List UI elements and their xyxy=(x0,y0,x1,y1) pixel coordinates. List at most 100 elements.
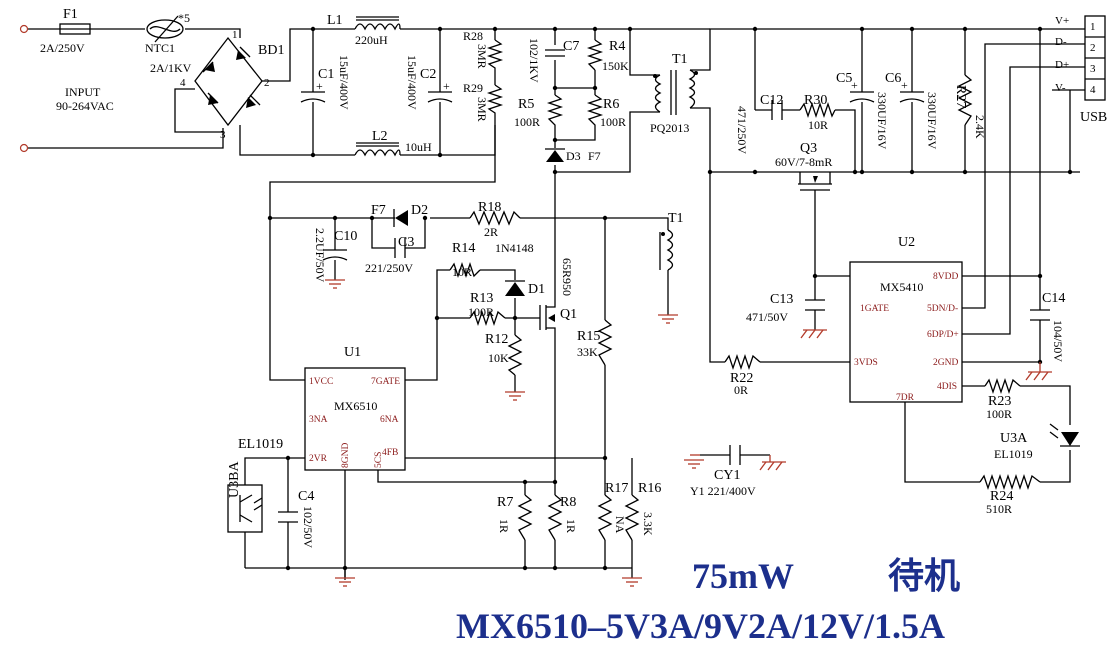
r15-ref: R15 xyxy=(577,329,600,344)
resistor-r5 xyxy=(546,94,564,130)
resistor-r22 xyxy=(724,353,761,371)
transformer-t1-aux xyxy=(659,229,674,271)
r28-ref: R28 xyxy=(463,29,483,43)
optocoupler-led-u3a xyxy=(1049,423,1080,447)
cy1-value: Y1 221/400V xyxy=(690,484,756,498)
r5-value: 100R xyxy=(514,115,540,129)
fuse-f1 xyxy=(59,23,91,35)
bd1-pin2: 2 xyxy=(264,77,270,89)
resistor-r28 xyxy=(486,39,504,85)
r23-value: 100R xyxy=(986,407,1012,421)
t1-value: PQ2013 xyxy=(650,121,689,135)
q1-value: 65R950 xyxy=(560,258,574,296)
input-label: INPUT xyxy=(65,85,101,99)
usb-pin4: 4 xyxy=(1090,84,1096,96)
capacitor-c3 xyxy=(394,238,406,258)
u1-pin-vr: 2VR xyxy=(309,454,328,464)
r27-ref: R27 xyxy=(953,85,968,108)
cy1-ref: CY1 xyxy=(714,468,740,483)
d1-value: 1N4148 xyxy=(495,241,534,255)
u1-pin-vcc: 1VCC xyxy=(309,377,333,387)
r24-value: 510R xyxy=(986,502,1012,516)
mosfet-q3 xyxy=(798,172,832,191)
capacitor-c5: + xyxy=(849,78,875,103)
r22-value: 0R xyxy=(734,383,748,397)
u1-name: MX6510 xyxy=(334,399,377,413)
bd1-pin4: 4 xyxy=(180,77,186,89)
c2-value: 15uF/400V xyxy=(405,55,419,110)
t1-ref: T1 xyxy=(672,52,688,67)
labels: F1 2A/250V NTC1 *5 BD1 2A/1KV 1 2 3 4 IN… xyxy=(40,7,1107,646)
capacitor-c1: + xyxy=(300,79,326,103)
u1-ref: U1 xyxy=(344,345,361,360)
capacitor-c13 xyxy=(805,299,825,311)
u3b-value: EL1019 xyxy=(238,437,283,452)
c1-value: 15uF/400V xyxy=(337,55,351,110)
f1-value: 2A/250V xyxy=(40,41,85,55)
mosfet-q1 xyxy=(539,305,556,330)
input-range: 90-264VAC xyxy=(56,99,114,113)
r30-value: 10R xyxy=(808,118,828,132)
r24-ref: R24 xyxy=(990,489,1013,504)
c1-ref: C1 xyxy=(318,67,334,82)
l1-ref: L1 xyxy=(327,13,343,28)
u1-pin-fb: 4FB xyxy=(382,448,398,458)
inductor-l2 xyxy=(354,142,401,157)
u2-pin-dis: 4DIS xyxy=(937,382,957,392)
d2-value: F7 xyxy=(371,203,386,218)
r29-value: 3MR xyxy=(475,97,489,122)
d3-value: F7 xyxy=(588,149,601,163)
c3-value: 221/250V xyxy=(365,261,413,275)
c5-ref: C5 xyxy=(836,71,852,86)
c6-value: 330UF/16V xyxy=(925,92,939,150)
capacitor-c14 xyxy=(1030,309,1050,321)
c14-ref: C14 xyxy=(1042,291,1065,306)
r12-ref: R12 xyxy=(485,332,508,347)
diode-d3 xyxy=(545,148,565,162)
svg-text:+: + xyxy=(851,78,858,92)
usb-connector xyxy=(1084,15,1106,101)
spec-title: MX6510–5V3A/9V2A/12V/1.5A xyxy=(456,606,945,646)
usb-pin1: 1 xyxy=(1090,21,1096,33)
usb-label: USB xyxy=(1080,110,1107,125)
resistor-r18 xyxy=(469,210,521,226)
ntc1-thermistor xyxy=(146,15,184,43)
inductor-l1 xyxy=(354,16,401,31)
r6-value: 100R xyxy=(600,115,626,129)
capacitor-c6: + xyxy=(899,78,925,103)
u2-ref: U2 xyxy=(898,235,915,250)
r16-value: 3.3K xyxy=(641,512,655,536)
r16-ref: R16 xyxy=(638,481,661,496)
r27-value: 2.4K xyxy=(973,115,987,139)
c13-ref: C13 xyxy=(770,292,793,307)
u1-pin-cs: 5CS xyxy=(374,452,384,468)
r5-ref: R5 xyxy=(518,97,534,112)
standby-label-cn: 待机 xyxy=(888,556,960,596)
resistor-r14 xyxy=(449,261,481,279)
r29-ref: R29 xyxy=(463,81,483,95)
l2-ref: L2 xyxy=(372,129,388,144)
usb-signal-dplus: D+ xyxy=(1055,59,1069,71)
resistor-r23 xyxy=(984,377,1021,395)
r13-value: 100R xyxy=(468,305,494,319)
c3-ref: C3 xyxy=(398,235,414,250)
resistor-r15 xyxy=(597,319,613,366)
r14-ref: R14 xyxy=(452,241,475,256)
l1-value: 220uH xyxy=(355,33,388,47)
transformer-t1 xyxy=(653,69,698,115)
svg-text:+: + xyxy=(443,79,450,93)
resistor-r4 xyxy=(586,39,604,71)
q1-ref: Q1 xyxy=(560,307,577,322)
r18-ref: R18 xyxy=(478,200,501,215)
f1-ref: F1 xyxy=(63,7,78,22)
r8-ref: R8 xyxy=(560,495,576,510)
r6-ref: R6 xyxy=(603,97,619,112)
r14-value: 10R xyxy=(452,265,472,279)
c4-ref: C4 xyxy=(298,489,314,504)
capacitor-cy1 xyxy=(729,445,741,465)
t1-aux-ref: T1 xyxy=(668,211,684,226)
c2-ref: C2 xyxy=(420,67,436,82)
resistor-r8 xyxy=(547,494,563,541)
svg-text:+: + xyxy=(901,78,908,92)
